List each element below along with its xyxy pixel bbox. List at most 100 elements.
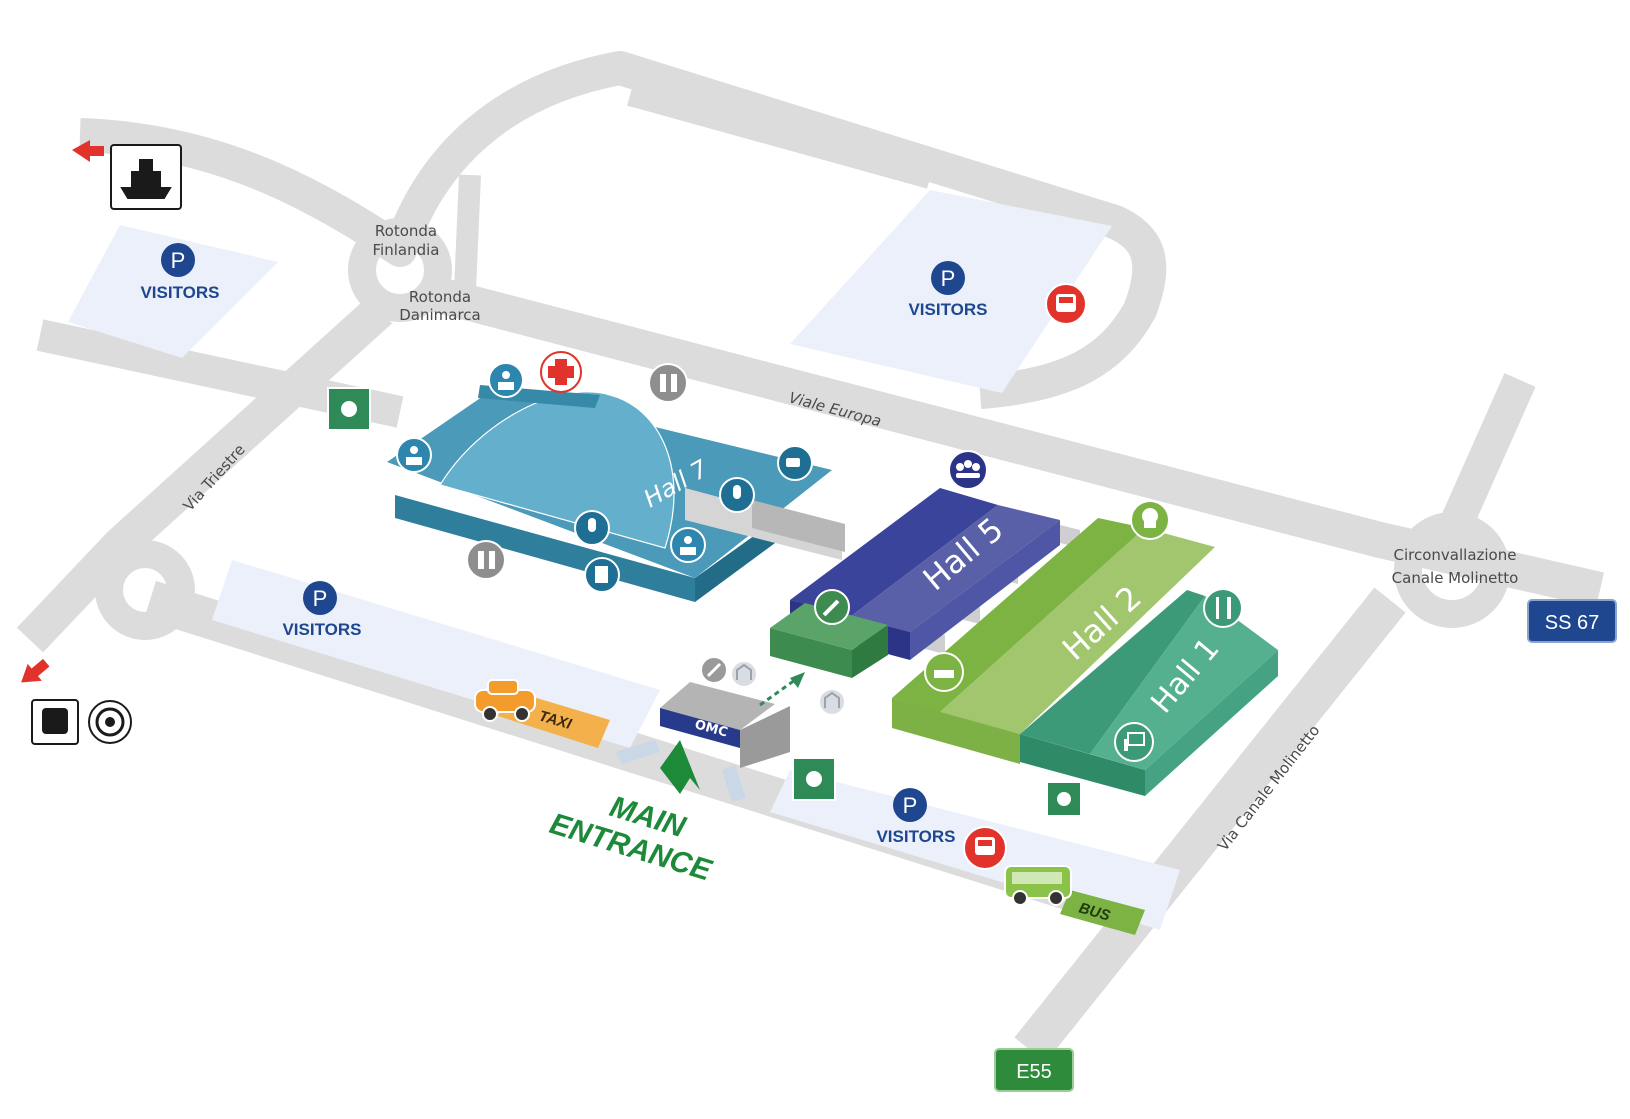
rotonda-finlandia-label-1: Rotonda	[375, 222, 437, 240]
ss67-badge: SS 67	[1527, 599, 1617, 643]
parking-south-west: P VISITORS	[282, 581, 362, 639]
bus-tag	[1060, 890, 1145, 935]
pen-icon	[814, 589, 850, 625]
parking-icon	[893, 788, 927, 822]
road-viale-europa	[415, 272, 1604, 608]
parking-area-northwest	[68, 225, 278, 358]
tools-icon	[700, 656, 728, 684]
bus-stop-icon	[963, 826, 1007, 870]
parking-icon	[303, 581, 337, 615]
ship-shape	[120, 159, 172, 199]
bus-stop-icon	[1045, 283, 1087, 325]
e55-badge-frame	[994, 1048, 1074, 1092]
hall-5-roof-right	[850, 505, 1060, 632]
road-north-inner	[627, 84, 933, 189]
microphone-icon	[719, 477, 755, 513]
assembly-point-icon	[327, 387, 371, 431]
roundabout-finlandia	[348, 218, 452, 322]
first-aid-icon	[540, 351, 582, 393]
metro-dot	[105, 717, 115, 727]
roundabout-southwest	[95, 540, 195, 640]
omc-side	[740, 706, 790, 768]
hall-5-side	[910, 520, 1060, 660]
parking-label: VISITORS	[876, 827, 955, 846]
road-via-triestre	[16, 296, 393, 653]
parking-label: VISITORS	[282, 620, 361, 639]
omc-front	[660, 708, 740, 748]
ss67-badge-label: SS 67	[1545, 612, 1599, 634]
parking-symbol: P	[171, 248, 186, 273]
ss67-badge-frame	[1527, 599, 1617, 643]
roundabout-circonvallazione	[1394, 512, 1510, 628]
restroom-icon	[466, 540, 506, 580]
taxi-icon	[474, 679, 536, 722]
hall-7-base-side	[395, 495, 695, 602]
parking-icon	[931, 261, 965, 295]
entrance-path-arrowhead	[790, 672, 805, 688]
exit-arrow-southwest	[21, 658, 50, 683]
parking-label: VISITORS	[140, 283, 219, 302]
parking-northeast: P VISITORS	[908, 261, 988, 319]
road-inner-vertical	[454, 174, 481, 291]
parking-icon	[161, 243, 195, 277]
hall-2-roof-right	[940, 528, 1215, 734]
microphone-icon	[574, 510, 610, 546]
rotonda-finlandia-label-2: Finlandia	[373, 241, 440, 259]
circonvallazione-label-2: Canale Molinetto	[1392, 569, 1519, 587]
parking-symbol: P	[313, 586, 328, 611]
assembly-point-icon	[792, 757, 836, 801]
shelter-icon	[818, 688, 846, 716]
information-desk-icon	[396, 437, 432, 473]
parking-northwest: P VISITORS	[140, 243, 220, 302]
restroom-icon	[648, 363, 688, 403]
entrance-walk-left	[615, 740, 660, 764]
metro-ring	[95, 707, 125, 737]
parking-label: VISITORS	[908, 300, 987, 319]
omc-roof	[660, 682, 775, 730]
hall-7-dome	[439, 391, 675, 549]
presentation-icon	[1114, 722, 1154, 762]
registration-pavilion	[770, 603, 888, 678]
parking-symbol: P	[903, 793, 918, 818]
entrance-walk-right	[722, 765, 746, 802]
road-network	[16, 51, 1604, 1063]
pavilion-roof	[770, 603, 888, 650]
entrance-path-arrow	[759, 678, 796, 707]
train-shape	[42, 708, 68, 734]
road-via-canale-molinetto	[1014, 587, 1406, 1063]
exit-arrow-northwest	[72, 140, 104, 162]
hall-1-building: Hall 1	[1020, 590, 1278, 796]
pavilion-front	[770, 628, 852, 678]
meeting-icon	[924, 652, 964, 692]
hall-7-building: Hall 7	[387, 385, 832, 602]
e55-badge-label: E55	[1016, 1061, 1052, 1083]
taxi-stand: TAXI	[474, 679, 610, 748]
meeting-icon	[948, 450, 988, 490]
rotonda-danimarca-label-2: Danimarca	[399, 306, 481, 324]
omc-building: OMC	[660, 682, 790, 768]
hall-1-front	[1020, 734, 1145, 796]
bus-stand: BUS	[1004, 865, 1145, 935]
hall-5-roof-left	[790, 488, 998, 617]
assembly-point-icon	[1046, 781, 1082, 817]
information-desk-icon	[488, 362, 524, 398]
document-icon	[584, 557, 620, 593]
coffee-icon	[777, 445, 813, 481]
main-entrance-arrow	[660, 740, 700, 794]
circonvallazione-label-1: Circonvallazione	[1394, 546, 1517, 564]
chef-icon	[1130, 500, 1170, 540]
connector-block	[752, 500, 845, 552]
rotonda-danimarca-label-1: Rotonda	[409, 288, 471, 306]
parking-symbol: P	[941, 266, 956, 291]
shelter-icon	[730, 660, 758, 688]
ferry-terminal	[72, 140, 182, 210]
information-desk-icon	[670, 527, 706, 563]
hall-2-front	[892, 698, 1020, 764]
pavilion-side	[852, 625, 888, 678]
e55-badge: E55	[994, 1048, 1074, 1092]
hall-1-side	[1145, 650, 1278, 796]
train-station	[21, 658, 132, 745]
parking-south-east: P VISITORS	[876, 788, 956, 846]
bus-icon	[1004, 865, 1072, 906]
